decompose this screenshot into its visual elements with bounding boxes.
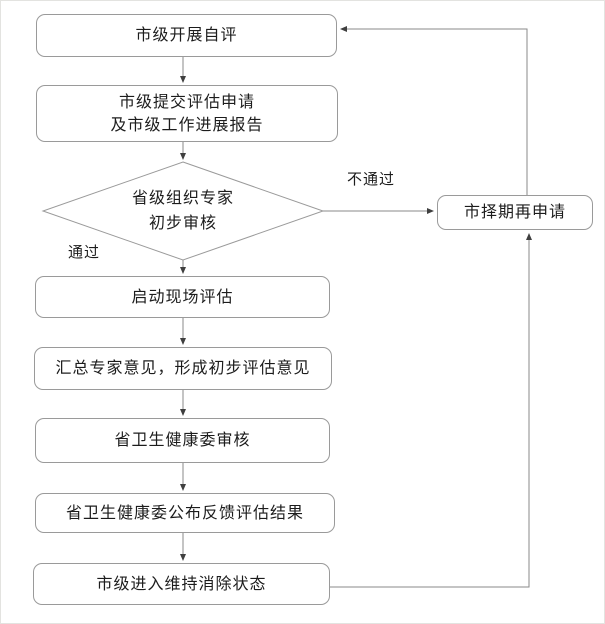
node-health-commission-review: 省卫生健康委审核 (35, 418, 330, 463)
node-launch-onsite-evaluation: 启动现场评估 (35, 276, 330, 318)
node-provincial-preliminary-review-line2: 初步审核 (148, 215, 217, 232)
edge-maintain-to-reapply (330, 233, 532, 588)
node-provincial-preliminary-review-line1: 省级组织专家 (131, 190, 234, 207)
node-maintain-elimination-status-label: 市级进入维持消除状态 (96, 575, 267, 593)
edge-label-fail: 不通过 (347, 172, 396, 188)
node-submit-application-line1: 市级提交评估申请 (118, 93, 255, 111)
node-city-self-evaluation-label: 市级开展自评 (135, 27, 238, 44)
node-publish-feedback-results-label: 省卫生健康委公布反馈评估结果 (65, 504, 304, 522)
node-submit-application-line2: 及市级工作进展报告 (110, 116, 264, 134)
node-reapply-later-label: 市择期再申请 (463, 204, 566, 221)
node-reapply-later: 市择期再申请 (437, 195, 593, 230)
node-city-self-evaluation: 市级开展自评 (36, 14, 337, 57)
edge-reapply-to-self-eval (340, 26, 528, 195)
node-maintain-elimination-status: 市级进入维持消除状态 (33, 563, 330, 605)
node-submit-application: 市级提交评估申请 及市级工作进展报告 (36, 85, 338, 142)
node-launch-onsite-evaluation-label: 启动现场评估 (131, 288, 234, 306)
node-health-commission-review-label: 省卫生健康委审核 (114, 432, 251, 449)
node-summarize-expert-opinions: 汇总专家意见，形成初步评估意见 (34, 347, 332, 390)
node-provincial-preliminary-review: 省级组织专家 初步审核 (43, 162, 323, 260)
node-publish-feedback-results: 省卫生健康委公布反馈评估结果 (35, 493, 335, 533)
edge-label-pass: 通过 (68, 245, 101, 261)
node-summarize-expert-opinions-label: 汇总专家意见，形成初步评估意见 (55, 360, 311, 377)
